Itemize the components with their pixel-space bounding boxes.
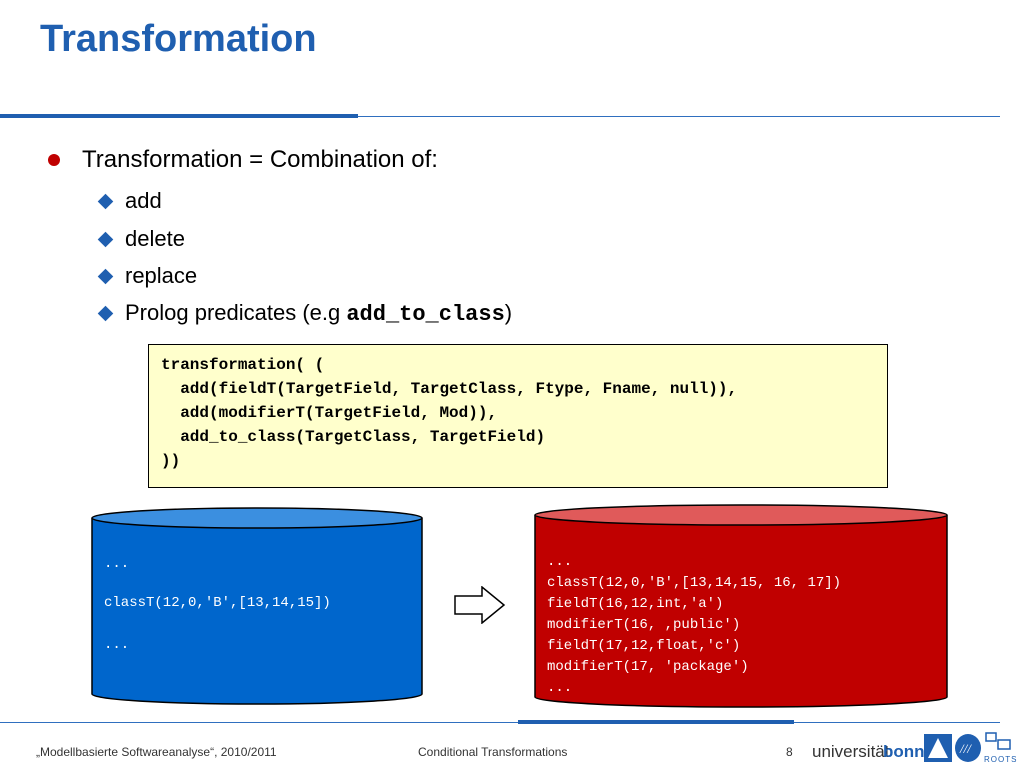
subbullet-replace: replace <box>97 263 198 289</box>
header-divider <box>0 116 1000 117</box>
database-cylinder-icon <box>534 504 948 708</box>
subbullet-text: replace <box>125 263 198 288</box>
diamond-bullet-icon <box>97 268 114 284</box>
db-after-line-2: classT(12,0,'B',[13,14,15, 16, 17]) <box>547 575 842 591</box>
right-arrow-icon <box>454 585 506 629</box>
code-open: ( ( <box>295 356 325 374</box>
database-cylinder-icon <box>91 507 423 705</box>
subbullet-prolog: Prolog predicates (e.g add_to_class) <box>97 300 512 327</box>
footer-course: „Modellbasierte Softwareanalyse“, 2010/2… <box>36 745 277 759</box>
db-after-line-6: modifierT(17, 'package') <box>547 659 749 675</box>
svg-text:///: /// <box>959 741 972 756</box>
diamond-bullet-icon <box>97 193 114 209</box>
page-number: 8 <box>786 745 793 759</box>
subbullet-text: delete <box>125 226 185 251</box>
code-line-1: transformation( ( <box>161 353 875 377</box>
database-after: ... classT(12,0,'B',[13,14,15, 16, 17]) … <box>533 503 949 709</box>
db-before-line-2: classT(12,0,'B',[13,14,15]) <box>104 595 331 611</box>
subbullet-text: Prolog predicates (e.g add_to_class) <box>125 300 512 327</box>
database-before: ... classT(12,0,'B',[13,14,15]) ... <box>90 506 424 706</box>
code-line-5: )) <box>161 452 181 470</box>
code-line-3: add(modifierT(TargetField, Mod)), <box>161 404 498 422</box>
prolog-code: add_to_class <box>346 302 505 327</box>
diamond-bullet-icon <box>97 231 114 247</box>
header-divider-accent <box>0 114 358 118</box>
prolog-prefix: Prolog predicates (e.g <box>125 300 347 325</box>
footer-divider-accent <box>518 720 794 724</box>
subbullet-text: add <box>125 188 162 213</box>
footer-topic: Conditional Transformations <box>418 745 568 759</box>
logo-text-universitaet: universität <box>812 742 890 761</box>
db-before-line-3: ... <box>104 637 130 653</box>
footer-divider <box>0 722 1000 723</box>
db-after-line-7: ... <box>547 680 573 696</box>
code-line-2: add(fieldT(TargetField, TargetClass, Fty… <box>161 380 738 398</box>
prolog-suffix: ) <box>504 300 513 325</box>
db-after-line-3: fieldT(16,12,int,'a') <box>547 596 724 612</box>
bullet-main: Transformation = Combination of: <box>48 146 438 174</box>
db-before-line-1: ... <box>104 556 130 572</box>
db-after-line-1: ... <box>547 554 573 570</box>
logo-roots: ROOTS <box>984 755 1017 764</box>
diamond-bullet-icon <box>97 305 114 322</box>
logo-text-bonn: bonn <box>883 742 925 761</box>
code-keyword: transformation <box>161 356 296 374</box>
code-box: transformation( ( add(fieldT(TargetField… <box>148 344 888 488</box>
subbullet-add: add <box>97 188 162 214</box>
bullet-dot-icon <box>48 154 60 166</box>
code-line-4: add_to_class(TargetClass, TargetField) <box>161 428 546 446</box>
db-after-line-5: fieldT(17,12,float,'c') <box>547 638 741 654</box>
bullet-main-text: Transformation = Combination of: <box>82 146 438 173</box>
university-logo: universität bonn /// ROOTS <box>808 728 1018 771</box>
subbullet-delete: delete <box>97 226 185 252</box>
db-after-line-4: modifierT(16, ,public') <box>547 617 741 633</box>
slide-title: Transformation <box>40 18 317 60</box>
